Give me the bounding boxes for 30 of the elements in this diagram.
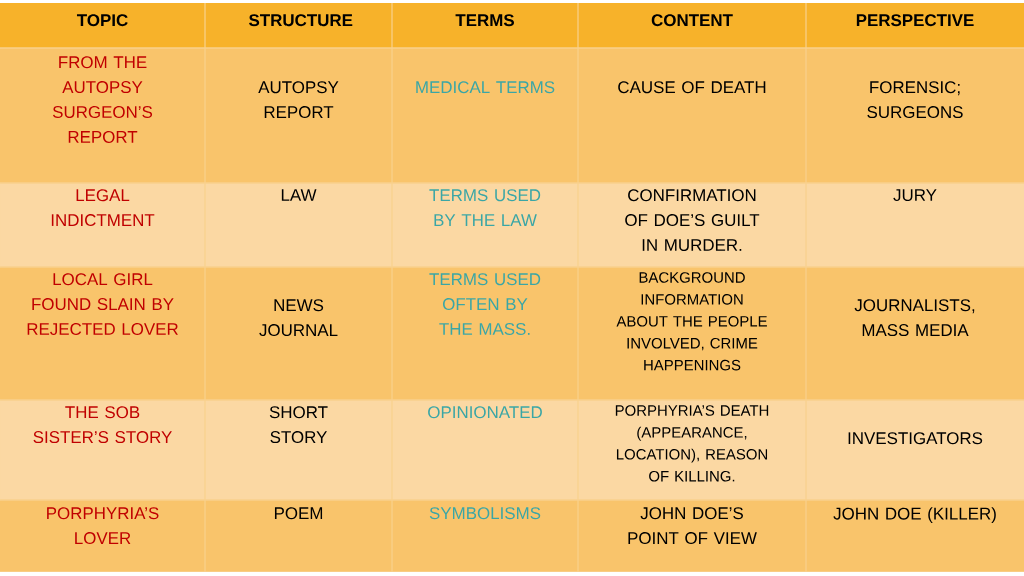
table-cell: JOHN DOE (KILLER) bbox=[806, 500, 1024, 572]
table-cell: LAW bbox=[205, 183, 392, 267]
table-cell: THE SOB SISTER’S STORY bbox=[0, 400, 205, 500]
table-cell: LEGAL INDICTMENT bbox=[0, 183, 205, 267]
header-cell: TOPIC bbox=[0, 3, 205, 48]
header-cell: TERMS bbox=[392, 3, 578, 48]
header-cell: PERSPECTIVE bbox=[806, 3, 1024, 48]
table-cell: BACKGROUND INFORMATION ABOUT THE PEOPLE INVOLVED, CRIME HAPPENINGS bbox=[578, 267, 806, 400]
table-cell: SHORT STORY bbox=[205, 400, 392, 500]
table-cell: SYMBOLISMS bbox=[392, 500, 578, 572]
table-cell: PORPHYRIA’S DEATH (APPEARANCE, LOCATION), REASON OF KILLING. bbox=[578, 400, 806, 500]
table-cell: FROM THE AUTOPSY SURGEON’S REPORT bbox=[0, 48, 205, 183]
table-cell: LOCAL GIRL FOUND SLAIN BY REJECTED LOVER bbox=[0, 267, 205, 400]
table-cell: JOHN DOE’S POINT OF VIEW bbox=[578, 500, 806, 572]
header-cell: CONTENT bbox=[578, 3, 806, 48]
table-cell: MEDICAL TERMS bbox=[392, 48, 578, 183]
table-cell: JURY bbox=[806, 183, 1024, 267]
table-cell: TERMS USED OFTEN BY THE MASS. bbox=[392, 267, 578, 400]
table-cell: CONFIRMATION OF DOE’S GUILT IN MURDER. bbox=[578, 183, 806, 267]
table-cell: INVESTIGATORS bbox=[806, 400, 1024, 500]
header-cell: STRUCTURE bbox=[205, 3, 392, 48]
table-cell: OPINIONATED bbox=[392, 400, 578, 500]
table-cell: PORPHYRIA’S LOVER bbox=[0, 500, 205, 572]
table-cell: NEWS JOURNAL bbox=[205, 267, 392, 400]
table-cell: CAUSE OF DEATH bbox=[578, 48, 806, 183]
table-cell: JOURNALISTS, MASS MEDIA bbox=[806, 267, 1024, 400]
table-cell: POEM bbox=[205, 500, 392, 572]
table-cell: FORENSIC; SURGEONS bbox=[806, 48, 1024, 183]
table-cell: AUTOPSY REPORT bbox=[205, 48, 392, 183]
table-cell: TERMS USED BY THE LAW bbox=[392, 183, 578, 267]
